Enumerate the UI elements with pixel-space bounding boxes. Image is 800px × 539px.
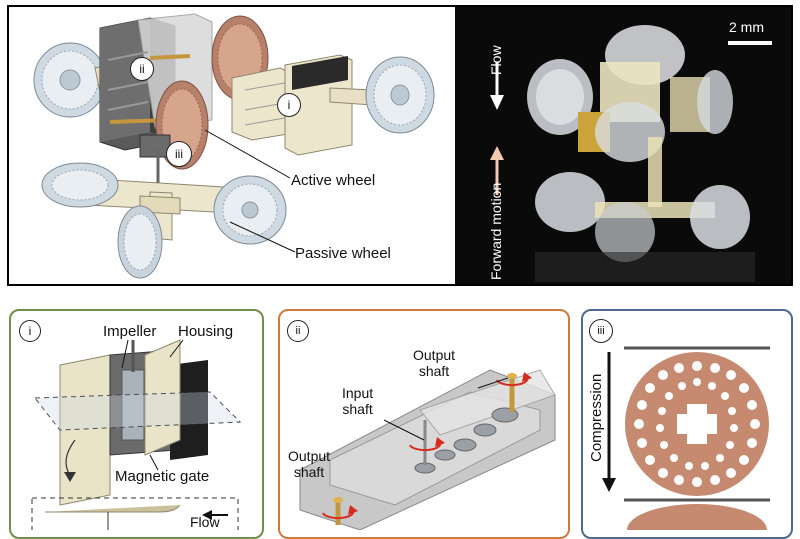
- marker-iii: iii: [166, 141, 192, 167]
- porous-wheel: [625, 352, 769, 496]
- wheel-top-left: [33, 42, 107, 118]
- impeller-label: Impeller: [103, 323, 157, 340]
- robot-photo-illustration: [527, 25, 755, 282]
- compression-label: Compression: [588, 373, 605, 462]
- scale-bar: [728, 41, 772, 45]
- flow-arrow: [490, 62, 504, 195]
- top-figure-frame: [7, 5, 793, 286]
- robot-photo: [455, 7, 791, 284]
- panel-ii-tag: ii: [287, 320, 309, 342]
- output-shaft-top-label: Output shaft: [413, 347, 456, 379]
- wheel-bottom-left: [41, 162, 119, 208]
- scale-bar-label: 2 mm: [729, 19, 764, 35]
- panel-i-tag-text: i: [28, 324, 32, 338]
- exploded-cad-drawing: [33, 13, 435, 279]
- panel-ii-tag-text: ii: [295, 325, 301, 337]
- passive-wheel-label: Passive wheel: [295, 245, 391, 262]
- housing-label: Housing: [178, 323, 234, 340]
- panel-i-tag: i: [19, 320, 41, 342]
- input-shaft-label: Input shaft: [342, 385, 374, 417]
- marker-iii-text: iii: [175, 147, 183, 161]
- output-shaft-left-label: Output shaft: [288, 448, 331, 480]
- marker-i-text: i: [287, 98, 291, 112]
- panel-iii-tag-text: iii: [597, 325, 605, 337]
- marker-ii: ii: [130, 57, 154, 81]
- wheel-bottom-front: [117, 205, 163, 279]
- marker-ii-text: ii: [139, 62, 145, 76]
- marker-i: i: [277, 93, 301, 117]
- panel-iii-tag: iii: [589, 319, 613, 343]
- wheel-bottom-right: [213, 175, 287, 245]
- active-wheel-label: Active wheel: [291, 172, 376, 189]
- magnetic-gate-label: Magnetic gate: [115, 468, 210, 485]
- flow-label-i: Flow: [190, 514, 220, 530]
